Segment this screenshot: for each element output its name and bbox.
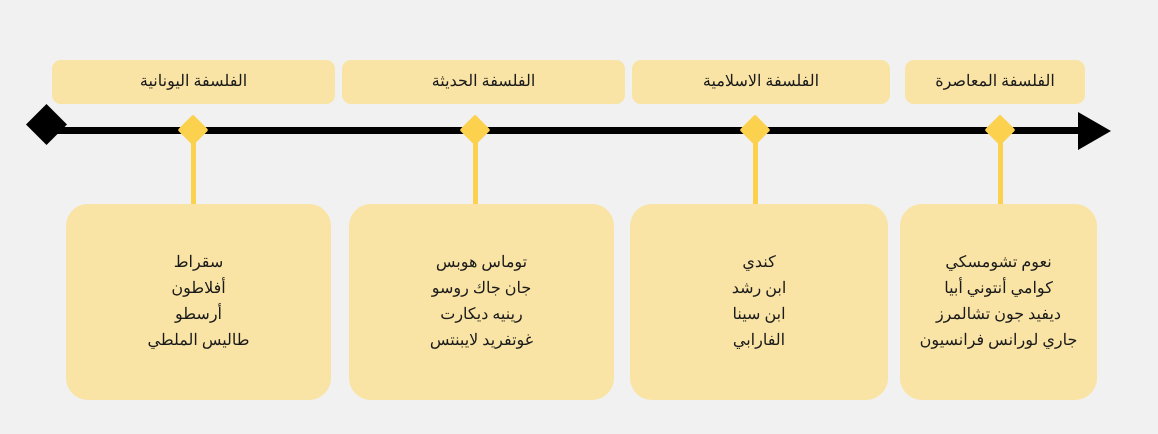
period-header-contemporary[interactable]: الفلسفة المعاصرة xyxy=(905,60,1085,104)
period-header-label: الفلسفة اليونانية xyxy=(139,73,248,90)
period-header-label: الفلسفة الحديثة xyxy=(431,73,536,90)
philosopher-name: ابن سينا xyxy=(732,306,786,323)
period-card-greek[interactable]: سقراط أفلاطون أرسطو طاليس الملطي xyxy=(66,204,331,400)
philosopher-name: الفارابي xyxy=(732,331,786,349)
period-card-modern[interactable]: توماس هوبس جان جاك روسو رينيه ديكارت غوتفري… xyxy=(349,204,614,400)
philosopher-name: جاري لورانس فرانسيون xyxy=(919,331,1078,349)
period-card-islamic[interactable]: كندي ابن رشد ابن سينا الفارابي xyxy=(630,204,888,400)
philosopher-name: توماس هوبس xyxy=(435,254,528,272)
period-card-contemporary[interactable]: نعوم تشومسكي كوامي أنتوني أبيا ديفيد جون ت… xyxy=(900,204,1097,400)
philosopher-name: أرسطو xyxy=(175,306,222,323)
philosopher-name: سقراط xyxy=(173,254,224,272)
philosopher-name: ديفيد جون تشالمرز xyxy=(935,306,1062,323)
philosopher-name: كوامي أنتوني أبيا xyxy=(944,280,1053,298)
timeline-start-diamond-icon xyxy=(25,103,68,146)
timeline-marker-diamond-icon-greek xyxy=(177,114,209,146)
timeline-marker-diamond-icon-islamic xyxy=(739,114,771,146)
connector-line-contemporary xyxy=(998,130,1003,205)
period-header-greek[interactable]: الفلسفة اليونانية xyxy=(52,60,335,104)
period-header-modern[interactable]: الفلسفة الحديثة xyxy=(342,60,625,104)
period-header-islamic[interactable]: الفلسفة الاسلامية xyxy=(632,60,890,104)
timeline-marker-diamond-icon-modern xyxy=(459,114,491,146)
timeline-axis-line xyxy=(52,127,1092,134)
philosopher-name: غوتفريد لايبنتس xyxy=(429,331,534,349)
period-header-label: الفلسفة الاسلامية xyxy=(702,73,820,90)
philosopher-name: ابن رشد xyxy=(731,280,787,298)
philosopher-name: طاليس الملطي xyxy=(147,331,250,349)
timeline-arrowhead-icon xyxy=(1078,112,1111,150)
philosopher-name: جان جاك روسو xyxy=(431,280,532,298)
philosopher-name: رينيه ديكارت xyxy=(440,306,523,323)
period-header-label: الفلسفة المعاصرة xyxy=(935,73,1055,90)
philosopher-name: نعوم تشومسكي xyxy=(945,254,1052,272)
philosopher-name: كندي xyxy=(742,254,776,272)
connector-line-modern xyxy=(473,130,478,205)
connector-line-islamic xyxy=(753,130,758,205)
connector-line-greek xyxy=(191,130,196,205)
philosopher-name: أفلاطون xyxy=(171,280,226,298)
timeline-marker-diamond-icon-contemporary xyxy=(984,114,1016,146)
